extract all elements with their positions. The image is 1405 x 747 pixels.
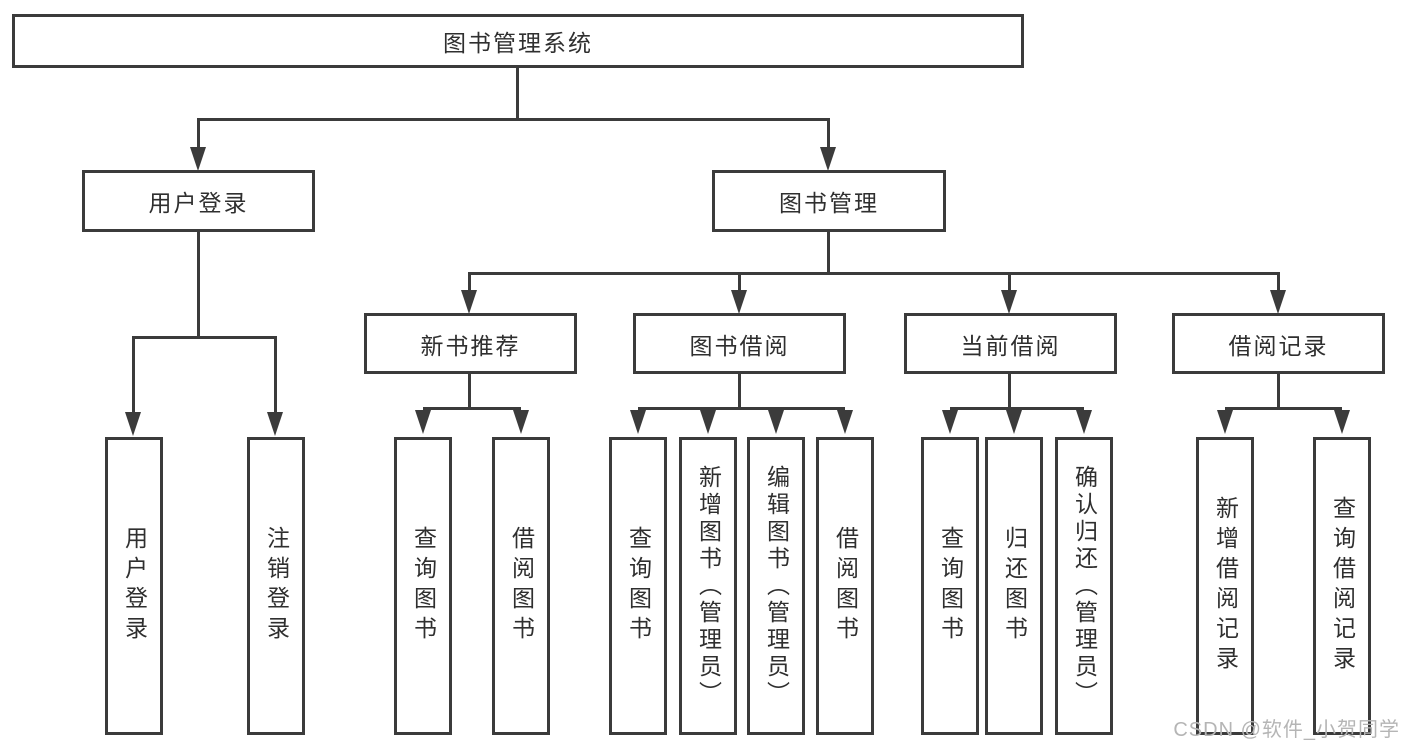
leaf-user-login: 用户登录 <box>105 437 163 735</box>
arrow-down-icon <box>768 410 784 434</box>
arrow-down-icon <box>190 147 206 171</box>
leaf-borrowing-edit-books-admin-label: 编辑图书（管理员） <box>763 464 790 708</box>
node-book-management-label: 图书管理 <box>779 190 879 216</box>
arrow-down-icon <box>513 410 529 434</box>
arrow-down-icon <box>837 410 853 434</box>
leaf-recommend-borrow-books-label: 借阅图书 <box>508 526 535 646</box>
arrow-down-icon <box>461 290 477 314</box>
connector-line <box>738 374 741 407</box>
connector-line <box>468 374 471 407</box>
leaf-current-return-books: 归还图书 <box>985 437 1043 735</box>
arrow-down-icon <box>1006 410 1022 434</box>
leaf-logout: 注销登录 <box>247 437 305 735</box>
node-book-management: 图书管理 <box>712 170 946 232</box>
node-borrowing-records: 借阅记录 <box>1172 313 1385 374</box>
arrow-down-icon <box>125 412 141 436</box>
node-current-borrowing-label: 当前借阅 <box>960 332 1061 359</box>
connector-line <box>470 272 1280 275</box>
node-new-book-recommend-label: 新书推荐 <box>420 332 521 359</box>
connector-line <box>1008 272 1011 291</box>
leaf-current-query-books: 查询图书 <box>921 437 979 735</box>
connector-line <box>827 118 830 148</box>
connector-line <box>516 68 519 118</box>
connector-line <box>134 336 276 339</box>
leaf-borrowing-borrow-books: 借阅图书 <box>816 437 874 735</box>
leaf-records-query-record: 查询借阅记录 <box>1313 437 1371 735</box>
node-library-system-label: 图书管理系统 <box>443 30 593 56</box>
leaf-user-login-label: 用户登录 <box>121 526 148 646</box>
leaf-recommend-query-books-label: 查询图书 <box>410 526 437 646</box>
csdn-watermark: CSDN @软件_小贺同学 <box>1173 719 1400 741</box>
leaf-records-add-record-label: 新增借阅记录 <box>1212 496 1239 676</box>
connector-line <box>1008 374 1011 407</box>
connector-line <box>827 232 830 272</box>
arrow-down-icon <box>630 410 646 434</box>
leaf-records-query-record-label: 查询借阅记录 <box>1329 496 1356 676</box>
arrow-down-icon <box>1001 290 1017 314</box>
connector-line <box>1277 272 1280 291</box>
leaf-borrowing-edit-books-admin: 编辑图书（管理员） <box>747 437 805 735</box>
connector-line <box>950 407 1084 410</box>
connector-line <box>1225 407 1342 410</box>
leaf-borrowing-query-books: 查询图书 <box>609 437 667 735</box>
node-new-book-recommend: 新书推荐 <box>364 313 577 374</box>
leaf-recommend-borrow-books: 借阅图书 <box>492 437 550 735</box>
leaf-current-return-books-label: 归还图书 <box>1001 526 1028 646</box>
leaf-borrowing-add-books-admin: 新增图书（管理员） <box>679 437 737 735</box>
node-current-borrowing: 当前借阅 <box>904 313 1117 374</box>
node-book-borrowing-label: 图书借阅 <box>689 332 790 359</box>
leaf-recommend-query-books: 查询图书 <box>394 437 452 735</box>
node-user-login-label: 用户登录 <box>148 190 249 216</box>
connector-line <box>197 118 200 148</box>
leaf-records-add-record: 新增借阅记录 <box>1196 437 1254 735</box>
arrow-down-icon <box>820 147 836 171</box>
leaf-current-confirm-return-admin-label: 确认归还（管理员） <box>1071 464 1098 708</box>
connector-line <box>738 272 741 291</box>
arrow-down-icon <box>942 410 958 434</box>
connector-line <box>638 407 845 410</box>
arrow-down-icon <box>1076 410 1092 434</box>
connector-line <box>197 232 200 336</box>
connector-line <box>1277 374 1280 407</box>
leaf-borrowing-add-books-admin-label: 新增图书（管理员） <box>695 464 722 708</box>
arrow-down-icon <box>700 410 716 434</box>
arrow-down-icon <box>1217 410 1233 434</box>
connector-line <box>132 336 135 412</box>
connector-line <box>274 336 277 412</box>
leaf-logout-label: 注销登录 <box>263 526 290 646</box>
node-library-system: 图书管理系统 <box>12 14 1024 68</box>
leaf-borrowing-borrow-books-label: 借阅图书 <box>832 526 859 646</box>
leaf-current-confirm-return-admin: 确认归还（管理员） <box>1055 437 1113 735</box>
arrow-down-icon <box>1270 290 1286 314</box>
arrow-down-icon <box>1334 410 1350 434</box>
arrow-down-icon <box>415 410 431 434</box>
connector-line <box>468 272 471 291</box>
node-book-borrowing: 图书借阅 <box>633 313 846 374</box>
connector-line <box>423 407 521 410</box>
node-user-login: 用户登录 <box>82 170 315 232</box>
leaf-borrowing-query-books-label: 查询图书 <box>625 526 652 646</box>
leaf-current-query-books-label: 查询图书 <box>937 526 964 646</box>
arrow-down-icon <box>731 290 747 314</box>
arrow-down-icon <box>267 412 283 436</box>
node-borrowing-records-label: 借阅记录 <box>1228 332 1329 359</box>
connector-line <box>197 118 830 121</box>
